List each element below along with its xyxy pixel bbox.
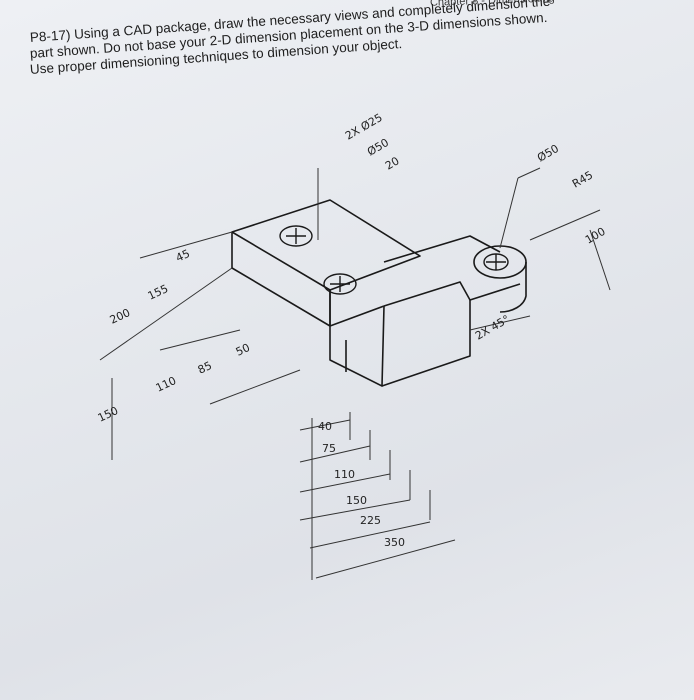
dim-350: 350 xyxy=(384,536,405,549)
dim-45: 45 xyxy=(174,247,192,265)
hole-note-2: Ø50 xyxy=(365,136,391,159)
dim-85: 85 xyxy=(196,359,214,377)
holes xyxy=(279,225,509,295)
dimension-lines xyxy=(99,167,611,580)
dim-110-left: 110 xyxy=(154,374,179,395)
hole-note-3: 20 xyxy=(383,154,402,172)
chamfer-note: 2X 45° xyxy=(473,313,512,343)
dim-100: 100 xyxy=(583,225,608,247)
dim-150-bottom: 150 xyxy=(346,494,367,507)
dim-40: 40 xyxy=(318,420,332,433)
dim-225: 225 xyxy=(360,514,381,527)
dim-155: 155 xyxy=(146,282,171,303)
boss-diameter: Ø50 xyxy=(535,142,561,165)
dim-150-left: 150 xyxy=(96,404,121,425)
hole-note-1: 2X Ø25 xyxy=(343,111,385,143)
boss-radius: R45 xyxy=(570,169,595,191)
part-outline xyxy=(231,199,527,387)
dim-200: 200 xyxy=(108,306,133,327)
dim-110-bottom: 110 xyxy=(334,468,355,481)
dimension-values: 45 155 200 50 85 110 150 100 40 75 110 1… xyxy=(96,225,608,549)
dim-50: 50 xyxy=(234,341,252,359)
dim-75: 75 xyxy=(322,442,336,455)
